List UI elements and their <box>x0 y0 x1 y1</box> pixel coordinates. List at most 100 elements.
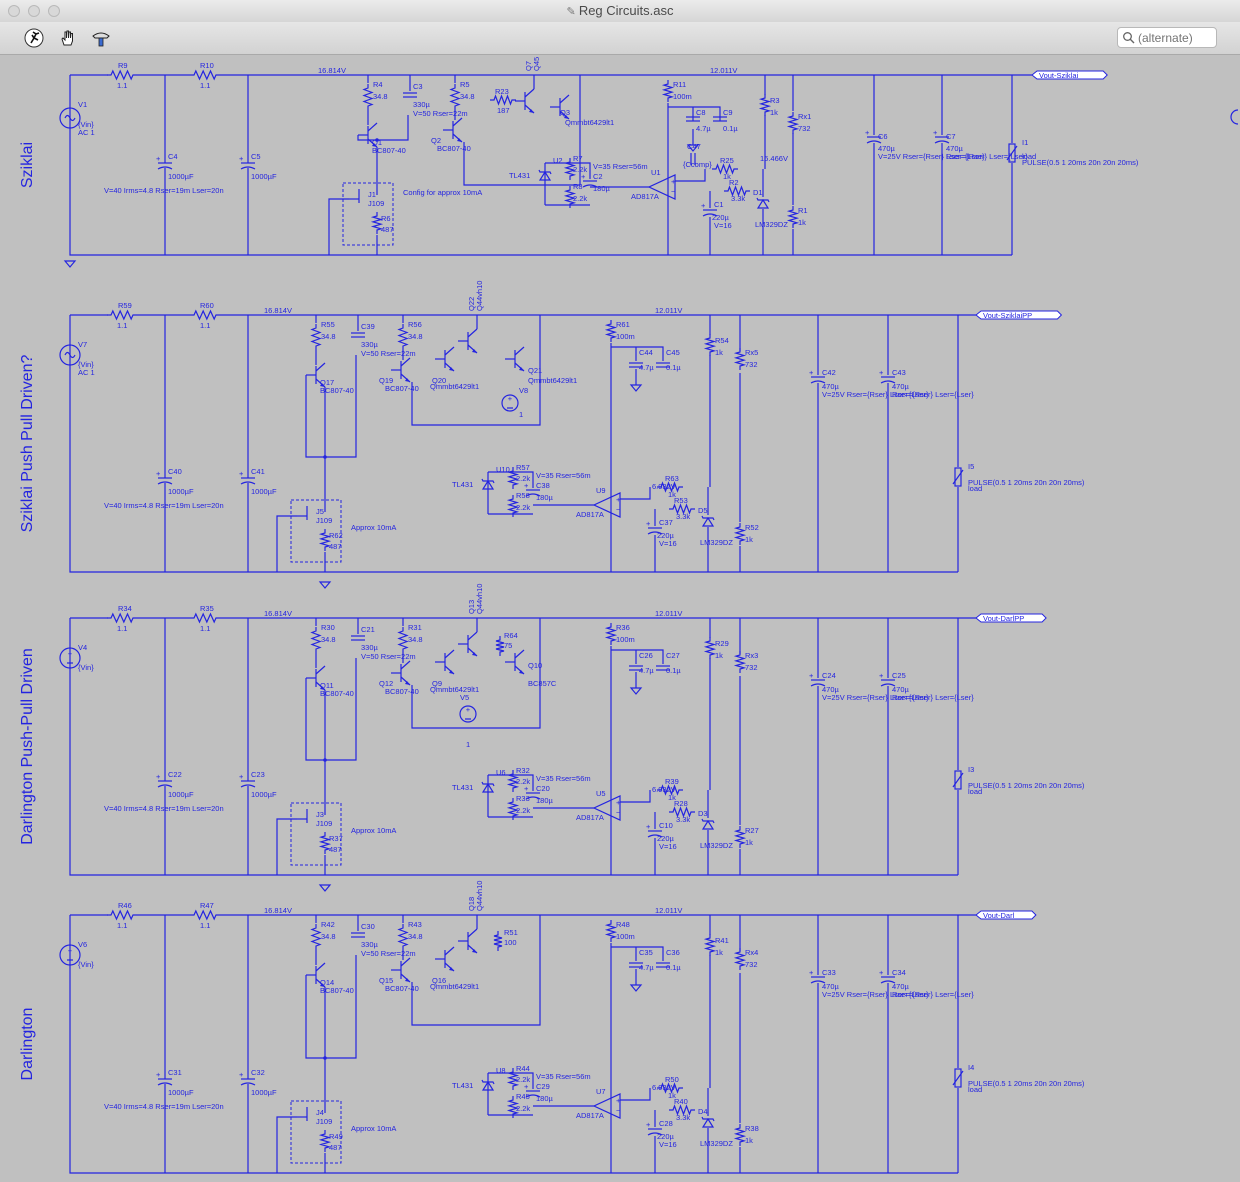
capacitor-C10[interactable]: + <box>646 822 663 838</box>
transistor-Q18[interactable] <box>458 928 478 954</box>
resistor-Rx3[interactable] <box>733 651 747 673</box>
resistor-R42[interactable] <box>310 924 322 950</box>
capacitor-C7[interactable]: + <box>933 128 950 144</box>
resistor-R45[interactable] <box>506 1096 520 1118</box>
capacitor-C33[interactable]: + <box>809 968 826 984</box>
jfet-J3[interactable] <box>297 809 308 823</box>
resistor-R25[interactable] <box>712 163 738 175</box>
resistor-R34[interactable] <box>107 612 137 624</box>
capacitor-C1[interactable]: + <box>701 201 718 217</box>
jfet-J4[interactable] <box>297 1107 308 1121</box>
transistor-Q12[interactable] <box>391 660 411 686</box>
resistor-R9[interactable] <box>107 69 137 81</box>
jfet-J5[interactable] <box>297 506 308 520</box>
transistor-Q13[interactable] <box>458 631 478 657</box>
voltage-source-V4[interactable]: + <box>59 647 81 669</box>
output-port[interactable]: Vout-DarlPP <box>975 613 1047 623</box>
opamp-U5[interactable]: +− <box>592 795 621 821</box>
resistor-R3[interactable] <box>758 94 772 116</box>
resistor-R2[interactable] <box>724 185 750 197</box>
resistor-R37[interactable] <box>318 832 332 854</box>
resistor-R53[interactable] <box>669 503 695 515</box>
transistor-Q3[interactable] <box>550 94 570 120</box>
opamp-U9[interactable]: +− <box>592 492 621 518</box>
capacitor-C26[interactable] <box>629 665 643 671</box>
transistor-Q21[interactable] <box>505 346 525 372</box>
capacitor-C42[interactable]: + <box>809 368 826 384</box>
resistor-R23[interactable] <box>490 94 516 106</box>
capacitor-C44[interactable] <box>629 362 643 368</box>
transistor-Q16[interactable] <box>435 946 455 972</box>
transistor-Q7[interactable] <box>515 88 535 114</box>
transistor-Q17[interactable] <box>306 362 326 388</box>
resistor-R47[interactable] <box>190 909 220 921</box>
resistor-R63[interactable] <box>657 481 683 493</box>
capacitor-C30[interactable] <box>351 932 365 938</box>
resistor-R60[interactable] <box>190 309 220 321</box>
output-port[interactable]: Vout-SziklaiPP <box>975 310 1063 320</box>
search-input[interactable] <box>1138 29 1214 46</box>
minimize-window-button[interactable] <box>28 5 40 17</box>
resistor-R56[interactable] <box>397 324 409 350</box>
transistor-Q14[interactable] <box>306 962 326 988</box>
resistor-R41[interactable] <box>703 934 717 956</box>
zoom-window-button[interactable] <box>48 5 60 17</box>
transistor-Q2[interactable] <box>443 117 463 143</box>
voltage-source-V5[interactable]: + <box>459 705 477 723</box>
capacitor-C29[interactable]: + <box>524 1082 541 1098</box>
resistor-R36[interactable] <box>604 623 618 645</box>
resistor-R50[interactable] <box>657 1082 683 1094</box>
transistor-Q9[interactable] <box>435 649 455 675</box>
capacitor-C25[interactable]: + <box>879 671 896 687</box>
resistor-R51[interactable] <box>493 931 503 951</box>
zener-D5[interactable] <box>701 515 715 527</box>
capacitor-C45[interactable] <box>656 362 670 368</box>
resistor-R28[interactable] <box>669 806 695 818</box>
capacitor-C6[interactable]: + <box>865 128 882 144</box>
resistor-R64[interactable] <box>495 636 505 656</box>
capacitor-C31[interactable]: + <box>156 1070 173 1086</box>
resistor-R35[interactable] <box>190 612 220 624</box>
capacitor-C24[interactable]: + <box>809 671 826 687</box>
output-port[interactable]: Vout-Darl <box>975 910 1037 920</box>
output-port[interactable]: Vout-Sziklai <box>1031 70 1108 80</box>
voltage-source-V8[interactable]: + <box>501 394 519 412</box>
resistor-R40[interactable] <box>669 1104 695 1116</box>
resistor-R11[interactable] <box>661 80 675 102</box>
resistor-R46[interactable] <box>107 909 137 921</box>
resistor-R54[interactable] <box>703 334 717 356</box>
transistor-Q15[interactable] <box>391 957 411 983</box>
zener-D1[interactable] <box>756 197 770 209</box>
tl431-U8[interactable] <box>481 1079 495 1091</box>
capacitor-C47[interactable] <box>690 153 696 165</box>
capacitor-C3[interactable] <box>403 92 417 98</box>
resistor-R55[interactable] <box>310 324 322 350</box>
resistor-R5[interactable] <box>449 84 461 110</box>
transistor-Q11[interactable] <box>306 665 326 691</box>
opamp-U7[interactable]: +− <box>592 1093 621 1119</box>
resistor-R38[interactable] <box>733 1124 747 1146</box>
run-icon[interactable] <box>23 27 45 49</box>
resistor-R61[interactable] <box>604 320 618 342</box>
voltage-source-V6[interactable]: + <box>59 944 81 966</box>
resistor-R30[interactable] <box>310 627 322 653</box>
search-box[interactable] <box>1117 27 1217 48</box>
resistor-R59[interactable] <box>107 309 137 321</box>
capacitor-C5[interactable]: + <box>239 154 256 170</box>
current-source-I5[interactable] <box>952 467 964 487</box>
capacitor-C41[interactable]: + <box>239 469 256 485</box>
jfet-J1[interactable] <box>349 189 360 203</box>
capacitor-C27[interactable] <box>656 665 670 671</box>
resistor-R10[interactable] <box>190 69 220 81</box>
capacitor-C43[interactable]: + <box>879 368 896 384</box>
voltage-source-V7[interactable] <box>59 344 81 366</box>
resistor-R29[interactable] <box>703 637 717 659</box>
resistor-R31[interactable] <box>397 627 409 653</box>
resistor-R39[interactable] <box>657 784 683 796</box>
resistor-R62[interactable] <box>318 529 332 551</box>
zener-D3[interactable] <box>701 818 715 830</box>
resistor-R4[interactable] <box>362 84 374 110</box>
zener-D4[interactable] <box>701 1116 715 1128</box>
capacitor-C22[interactable]: + <box>156 772 173 788</box>
